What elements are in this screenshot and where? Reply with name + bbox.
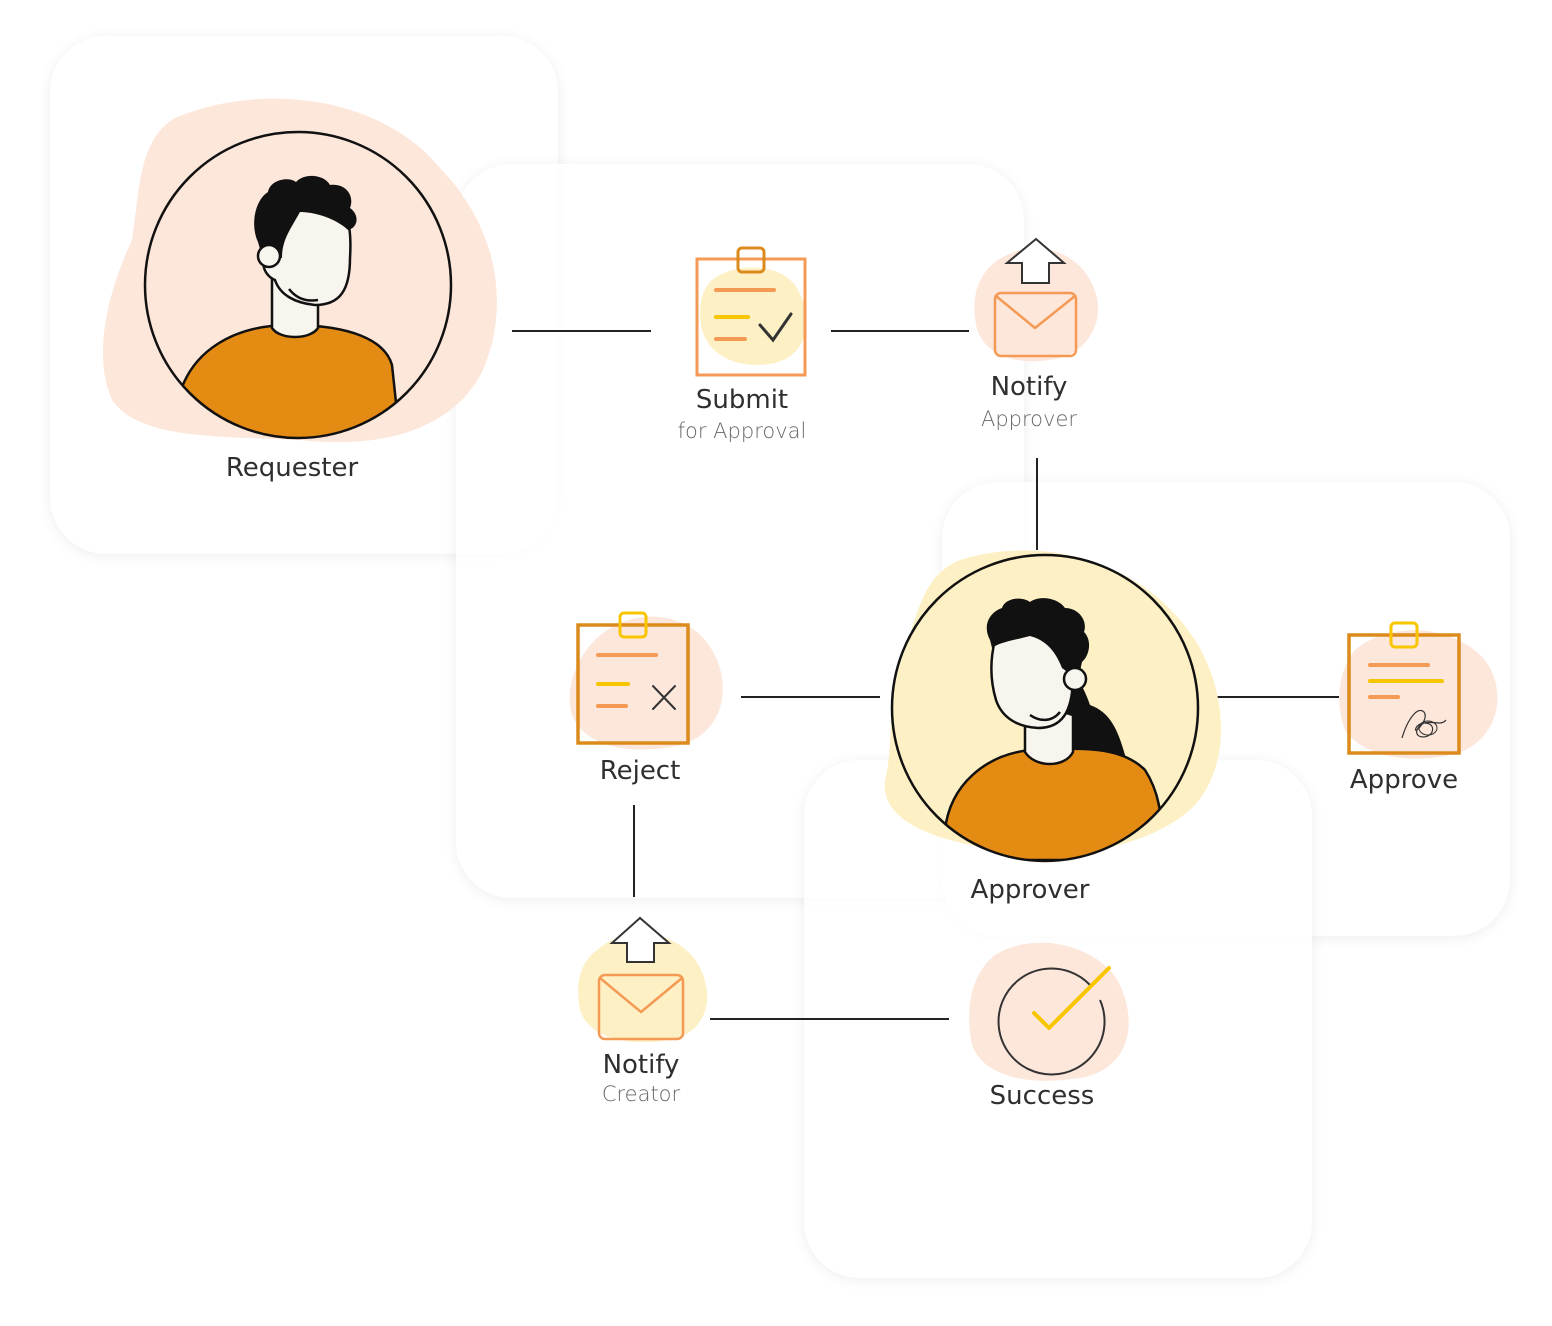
notify-approver-label: Notify	[990, 372, 1068, 402]
notify-creator-sublabel: Creator	[601, 1082, 681, 1106]
approve-label: Approve	[1349, 765, 1459, 795]
submit-sublabel: for Approval	[677, 419, 807, 443]
envelope-upload-icon	[578, 916, 708, 1043]
approve-blob	[1339, 630, 1498, 759]
reject-label: Reject	[599, 756, 681, 786]
notify-creator-blob	[578, 933, 708, 1043]
envelope-upload-icon	[974, 237, 1099, 362]
success-blob	[969, 942, 1129, 1081]
requester-avatar-icon	[102, 98, 497, 443]
notify-approver-blob	[974, 248, 1099, 362]
requester-label: Requester	[225, 453, 359, 483]
notify-creator-label: Notify	[602, 1050, 680, 1080]
success-label: Success	[989, 1081, 1095, 1111]
clipboard-check-icon	[695, 246, 807, 377]
submit-label: Submit	[695, 385, 789, 415]
clipboard-signature-icon	[1339, 621, 1498, 759]
connectors	[512, 330, 1339, 1020]
clipboard-x-icon	[569, 611, 723, 750]
check-circle-icon	[969, 942, 1129, 1081]
notify-approver-sublabel: Approver	[980, 407, 1078, 431]
reject-blob	[569, 616, 723, 750]
approver-avatar-icon	[884, 550, 1222, 863]
approver-label: Approver	[970, 875, 1090, 905]
